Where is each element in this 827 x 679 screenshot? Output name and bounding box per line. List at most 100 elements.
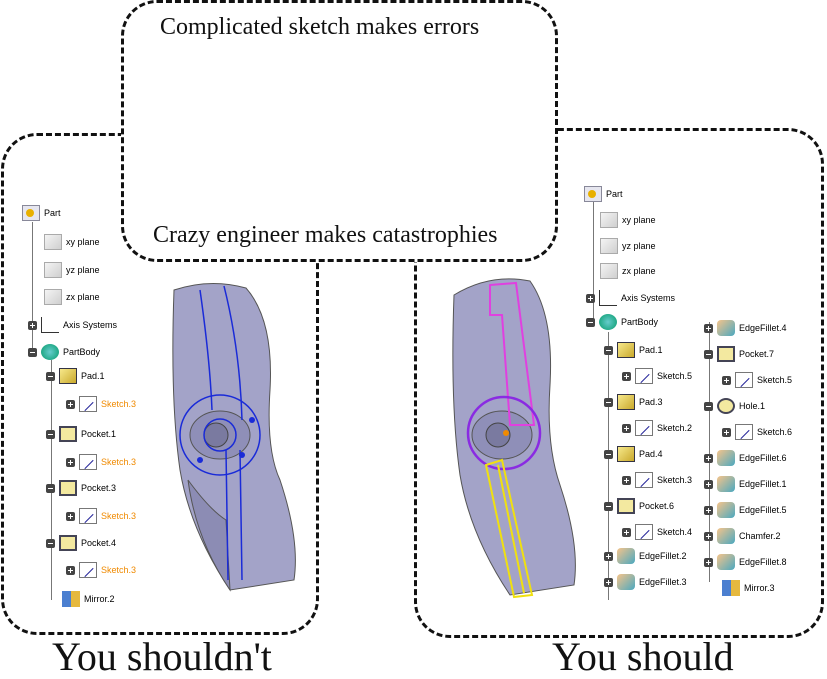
pad-icon bbox=[59, 368, 77, 384]
collapse-icon[interactable] bbox=[46, 429, 55, 439]
expand-icon[interactable] bbox=[704, 557, 713, 567]
tree-node-partbody[interactable]: PartBody bbox=[586, 314, 658, 330]
pocket-icon bbox=[59, 535, 77, 551]
tree-node-sketch[interactable]: Sketch.3 bbox=[622, 472, 692, 488]
tree-node-sketch[interactable]: Sketch.2 bbox=[622, 420, 692, 436]
expand-icon[interactable] bbox=[622, 527, 631, 537]
left-part-model bbox=[172, 282, 296, 592]
tree-node-pocket3[interactable]: Pocket.3 bbox=[46, 480, 116, 496]
tree-node-mirror3[interactable]: Mirror.3 bbox=[722, 580, 775, 596]
fillet-icon bbox=[717, 554, 735, 570]
expand-icon[interactable] bbox=[604, 577, 613, 587]
tree-node-edgefillet1[interactable]: EdgeFillet.1 bbox=[704, 476, 787, 492]
collapse-icon[interactable] bbox=[28, 347, 37, 357]
expand-icon[interactable] bbox=[704, 453, 713, 463]
sketch-icon bbox=[79, 562, 97, 578]
tree-node-pocket1[interactable]: Pocket.1 bbox=[46, 426, 116, 442]
tree-node-axis-systems[interactable]: Axis Systems bbox=[28, 317, 117, 333]
collapse-icon[interactable] bbox=[46, 483, 55, 493]
pocket-icon bbox=[717, 346, 735, 362]
tree-node-edgefillet8[interactable]: EdgeFillet.8 bbox=[704, 554, 787, 570]
mirror-icon bbox=[62, 591, 80, 607]
tree-node-xy-plane[interactable]: xy plane bbox=[600, 212, 656, 228]
sketch-icon bbox=[635, 368, 653, 384]
expand-icon[interactable] bbox=[704, 479, 713, 489]
pad-icon bbox=[617, 394, 635, 410]
tree-node-yz-plane[interactable]: yz plane bbox=[600, 238, 656, 254]
expand-icon[interactable] bbox=[704, 505, 713, 515]
expand-icon[interactable] bbox=[622, 371, 631, 381]
right-frame bbox=[414, 128, 824, 638]
tree-node-part[interactable]: Part bbox=[584, 186, 623, 202]
tree-node-pad1[interactable]: Pad.1 bbox=[46, 368, 105, 384]
tree-node-edgefillet2[interactable]: EdgeFillet.2 bbox=[604, 548, 687, 564]
collapse-icon[interactable] bbox=[604, 345, 613, 355]
tree-node-pad1[interactable]: Pad.1 bbox=[604, 342, 663, 358]
collapse-icon[interactable] bbox=[586, 317, 595, 327]
mirror-icon bbox=[722, 580, 740, 596]
fillet-icon bbox=[617, 548, 635, 564]
tree-node-sketch[interactable]: Sketch.3 bbox=[66, 508, 136, 524]
sketch-icon bbox=[735, 372, 753, 388]
body-icon bbox=[41, 344, 59, 360]
expand-icon[interactable] bbox=[622, 423, 631, 433]
expand-icon[interactable] bbox=[66, 565, 75, 575]
fillet-icon bbox=[717, 450, 735, 466]
tree-node-xy-plane[interactable]: xy plane bbox=[44, 234, 100, 250]
hole-icon bbox=[717, 398, 735, 414]
plane-icon bbox=[600, 212, 618, 228]
tree-node-zx-plane[interactable]: zx plane bbox=[44, 289, 100, 305]
tree-node-edgefillet6[interactable]: EdgeFillet.6 bbox=[704, 450, 787, 466]
expand-icon[interactable] bbox=[586, 293, 595, 303]
tree-node-axis-systems[interactable]: Axis Systems bbox=[586, 290, 675, 306]
fillet-icon bbox=[717, 502, 735, 518]
tree-node-pocket6[interactable]: Pocket.6 bbox=[604, 498, 674, 514]
axis-icon bbox=[41, 317, 59, 333]
tree-node-sketch[interactable]: Sketch.3 bbox=[66, 562, 136, 578]
collapse-icon[interactable] bbox=[704, 401, 713, 411]
tree-node-sketch[interactable]: Sketch.5 bbox=[622, 368, 692, 384]
expand-icon[interactable] bbox=[704, 531, 713, 541]
collapse-icon[interactable] bbox=[604, 397, 613, 407]
tree-node-edgefillet5[interactable]: EdgeFillet.5 bbox=[704, 502, 787, 518]
expand-icon[interactable] bbox=[704, 323, 713, 333]
tree-node-pad3[interactable]: Pad.3 bbox=[604, 394, 663, 410]
collapse-icon[interactable] bbox=[704, 349, 713, 359]
collapse-icon[interactable] bbox=[46, 371, 55, 381]
collapse-icon[interactable] bbox=[604, 501, 613, 511]
tree-node-sketch[interactable]: Sketch.3 bbox=[66, 396, 136, 412]
plane-icon bbox=[600, 238, 618, 254]
expand-icon[interactable] bbox=[28, 320, 37, 330]
tree-node-zx-plane[interactable]: zx plane bbox=[600, 263, 656, 279]
expand-icon[interactable] bbox=[622, 475, 631, 485]
expand-icon[interactable] bbox=[66, 457, 75, 467]
expand-icon[interactable] bbox=[722, 427, 731, 437]
expand-icon[interactable] bbox=[604, 551, 613, 561]
tree-node-sketch[interactable]: Sketch.6 bbox=[722, 424, 792, 440]
tree-node-sketch[interactable]: Sketch.5 bbox=[722, 372, 792, 388]
tree-node-yz-plane[interactable]: yz plane bbox=[44, 262, 100, 278]
tree-node-chamfer2[interactable]: Chamfer.2 bbox=[704, 528, 781, 544]
expand-icon[interactable] bbox=[722, 375, 731, 385]
right-caption: You should bbox=[552, 634, 734, 679]
collapse-icon[interactable] bbox=[604, 449, 613, 459]
expand-icon[interactable] bbox=[66, 511, 75, 521]
tree-node-partbody[interactable]: PartBody bbox=[28, 344, 100, 360]
tree-node-pad4[interactable]: Pad.4 bbox=[604, 446, 663, 462]
tree-node-edgefillet4[interactable]: EdgeFillet.4 bbox=[704, 320, 787, 336]
tree-node-mirror2[interactable]: Mirror.2 bbox=[62, 591, 115, 607]
tree-node-sketch[interactable]: Sketch.3 bbox=[66, 454, 136, 470]
pocket-icon bbox=[59, 426, 77, 442]
collapse-icon[interactable] bbox=[46, 538, 55, 548]
tree-node-pocket7[interactable]: Pocket.7 bbox=[704, 346, 774, 362]
pad-icon bbox=[617, 446, 635, 462]
tree-node-part[interactable]: Part bbox=[22, 205, 61, 221]
tree-node-sketch[interactable]: Sketch.4 bbox=[622, 524, 692, 540]
sketch-icon bbox=[79, 396, 97, 412]
top-frame bbox=[121, 0, 558, 262]
tree-node-edgefillet3[interactable]: EdgeFillet.3 bbox=[604, 574, 687, 590]
top-title: Complicated sketch makes errors bbox=[160, 14, 480, 40]
expand-icon[interactable] bbox=[66, 399, 75, 409]
tree-node-hole1[interactable]: Hole.1 bbox=[704, 398, 765, 414]
tree-node-pocket4[interactable]: Pocket.4 bbox=[46, 535, 116, 551]
